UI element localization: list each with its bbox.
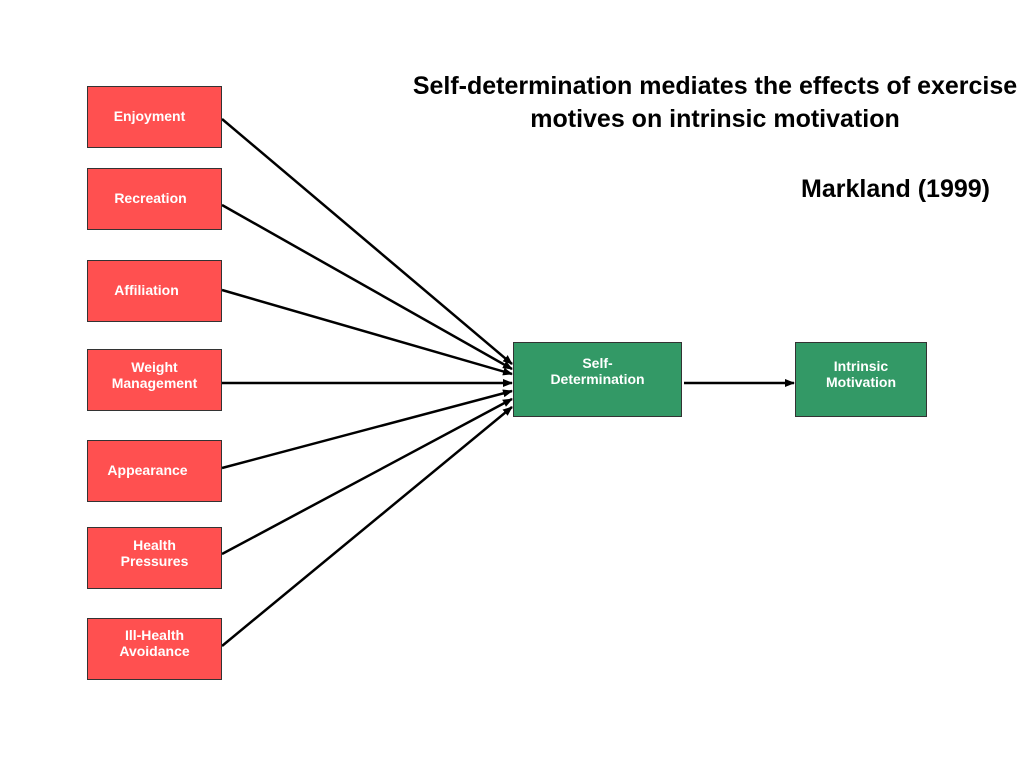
motive-box-ill-health-avoidance: Ill-Health Avoidance [87, 618, 222, 680]
outcome-box-intrinsic-motivation: Intrinsic Motivation [795, 342, 927, 417]
motive-box-affiliation: Affiliation [87, 260, 222, 322]
arrow-health-pressures-to-self-determination [221, 397, 513, 556]
arrow-enjoyment-to-self-determination [221, 118, 513, 365]
motive-label-enjoyment: Enjoyment [113, 108, 186, 124]
motive-box-appearance: Appearance [87, 440, 222, 502]
outcome-label: Intrinsic Motivation [826, 358, 896, 390]
arrow-appearance-to-self-determination [221, 389, 513, 470]
mediator-box-self-determination: Self-Determination [513, 342, 682, 417]
motive-label-appearance: Appearance [107, 462, 188, 478]
slide-title: Self-determination mediates the effects … [412, 72, 1018, 133]
mediator-label: Self-Determination [550, 355, 645, 387]
motive-label-weight-management: Weight Management [111, 359, 198, 391]
motive-box-enjoyment: Enjoyment [87, 86, 222, 148]
motive-label-health-pressures: Health Pressures [120, 537, 189, 569]
citation: Markland (1999) [801, 175, 990, 203]
arrow-affiliation-to-self-determination [221, 288, 513, 376]
arrow-ill-health-avoidance-to-self-determination [221, 406, 513, 647]
motive-label-recreation: Recreation [114, 190, 187, 206]
arrow-recreation-to-self-determination [221, 203, 513, 371]
motive-box-recreation: Recreation [87, 168, 222, 230]
motive-label-affiliation: Affiliation [114, 282, 179, 298]
motive-box-weight-management: Weight Management [87, 349, 222, 411]
motive-label-ill-health-avoidance: Ill-Health Avoidance [119, 627, 190, 659]
motive-box-health-pressures: Health Pressures [87, 527, 222, 589]
